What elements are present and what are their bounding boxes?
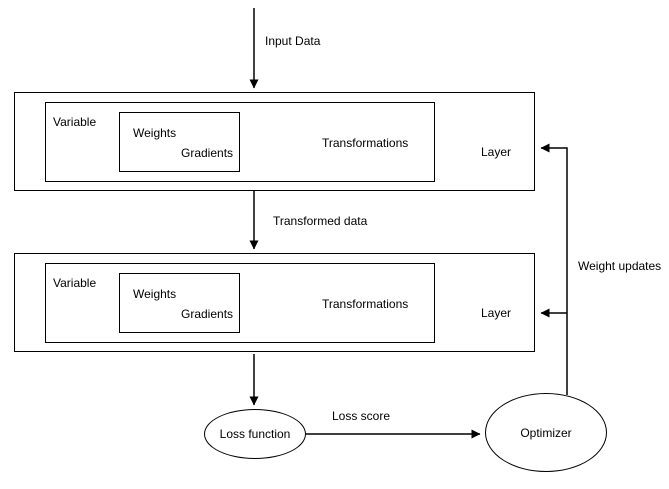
weight-updates-arrow-layer1 [540, 143, 568, 395]
layer1-weights-label: Weights [133, 126, 177, 140]
layer1-gradients-label: Gradients [181, 146, 234, 160]
layer2-weights-label: Weights [133, 287, 177, 301]
layer1-box: Variable Weights Gradients Transformatio… [14, 92, 535, 191]
layer2-box: Variable Weights Gradients Transformatio… [14, 253, 535, 352]
optimizer-node: Optimizer [485, 393, 607, 472]
layer1-weights-box [119, 112, 240, 172]
layer2-gradients-label: Gradients [181, 307, 234, 321]
layer1-label: Layer [481, 145, 512, 159]
layer2-weights-box [119, 273, 240, 333]
layer2-variable-box [45, 263, 435, 343]
layer2-variable-label: Variable [53, 276, 97, 290]
transformed-data-edge-label: Transformed data [273, 214, 368, 228]
layer2-label: Layer [481, 306, 512, 320]
loss-function-label: Loss function [219, 427, 291, 441]
layer1-variable-box [45, 102, 435, 182]
loss-function-node: Loss function [204, 409, 306, 459]
layer2-transformations-label: Transformations [322, 297, 409, 311]
layer1-variable-label: Variable [53, 115, 97, 129]
weight-updates-edge-label: Weight updates [578, 259, 662, 273]
input-data-edge-label: Input Data [265, 34, 321, 48]
loss-score-edge-label: Loss score [332, 409, 391, 423]
optimizer-label: Optimizer [520, 425, 572, 440]
layer1-transformations-label: Transformations [322, 136, 409, 150]
